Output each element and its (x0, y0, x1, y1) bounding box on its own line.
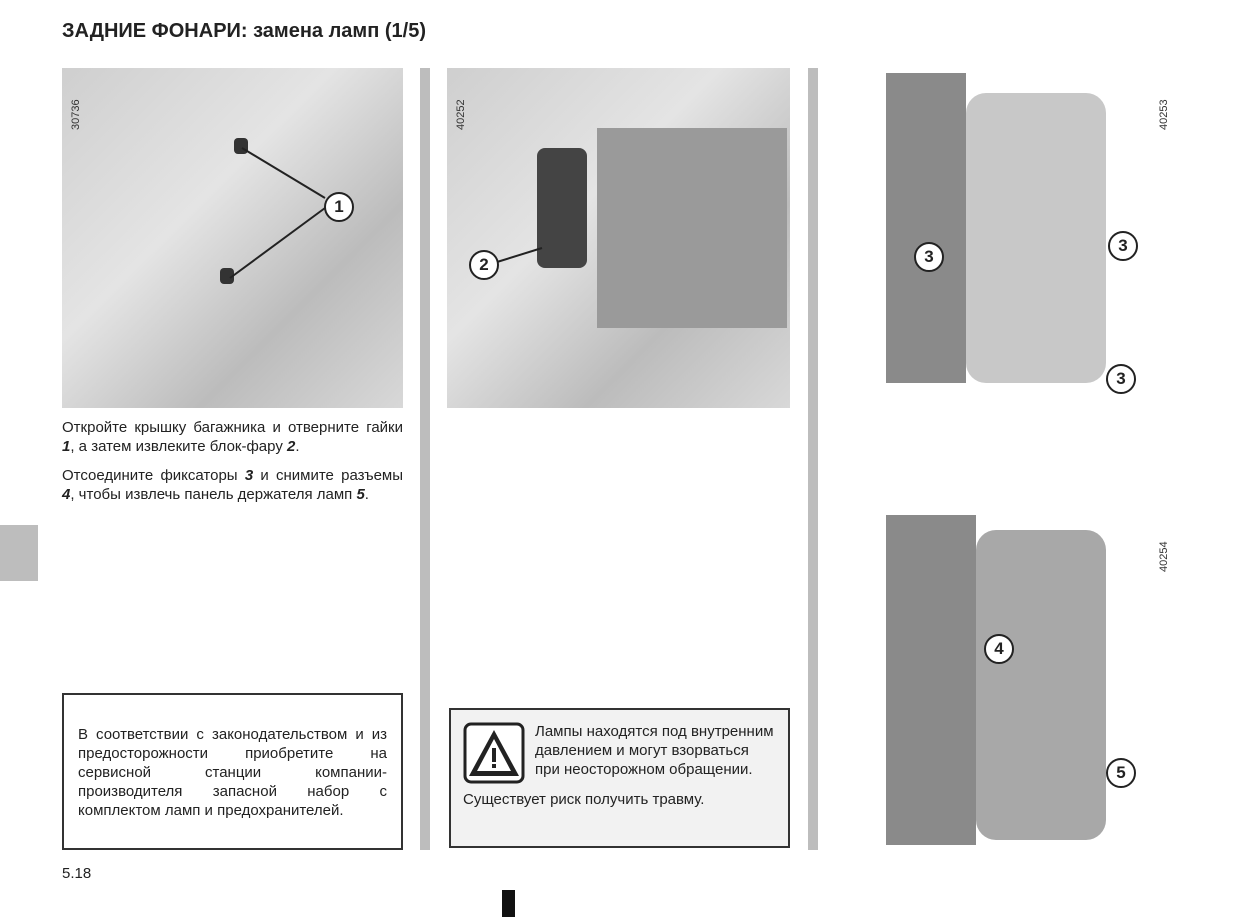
callout-1: 1 (324, 192, 354, 222)
photo-lamp-back: 40253 3 3 3 (836, 68, 1175, 408)
instruction-2: Отсоедините фиксаторы 3 и снимите разъем… (62, 467, 404, 503)
note-text: В соответствии с законодательством и из … (78, 726, 387, 819)
callout-2: 2 (469, 250, 499, 280)
photo-rear-car: 40252 2 (447, 68, 790, 408)
callout-4: 4 (984, 634, 1014, 664)
warning-box: Лампы находятся под внутренним давлением… (449, 708, 790, 848)
column-divider (420, 68, 430, 850)
warning-icon (463, 722, 525, 784)
photo-code: 40253 (1158, 99, 1170, 130)
column-divider (808, 68, 818, 850)
photo-code: 40254 (1158, 541, 1170, 572)
note-box: В соответствии с законодательством и из … (62, 693, 403, 850)
warning-risk: Существует риск получить травму. (463, 791, 705, 808)
photo-lamp-side: 40254 4 5 (836, 510, 1175, 850)
callout-3: 3 (1108, 231, 1138, 261)
page-marker (502, 890, 515, 917)
callout-3: 3 (914, 242, 944, 272)
photo-trunk-nuts: 30736 1 (62, 68, 403, 408)
page-title: ЗАДНИЕ ФОНАРИ: замена ламп (1/5) (62, 20, 426, 42)
warning-text: Лампы находятся под внутренним давлением… (535, 723, 774, 778)
section-tab (0, 525, 38, 581)
callout-3: 3 (1106, 364, 1136, 394)
callout-5: 5 (1106, 758, 1136, 788)
page-number: 5.18 (62, 865, 92, 882)
instruction-1: Откройте крышку багажника и отверните га… (62, 419, 403, 455)
